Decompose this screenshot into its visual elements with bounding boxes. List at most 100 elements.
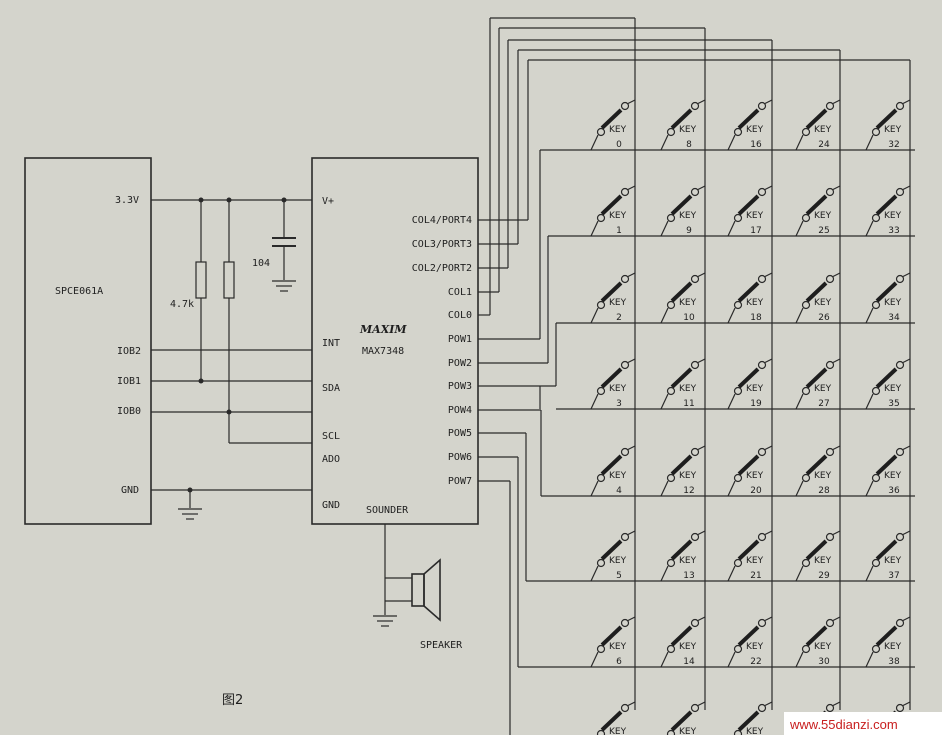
key-lead bbox=[901, 616, 911, 622]
key-number: 20 bbox=[750, 486, 762, 496]
key-lead bbox=[831, 185, 841, 191]
key-label: KEY bbox=[609, 125, 627, 135]
key-switch: KEY23 bbox=[733, 701, 773, 735]
key-number: 1 bbox=[616, 226, 622, 236]
key-lever bbox=[600, 194, 623, 216]
key-number: 17 bbox=[750, 226, 761, 236]
key-lever bbox=[875, 625, 898, 647]
key-lead bbox=[795, 480, 804, 497]
mcu-pin-iob0: IOB0 bbox=[117, 406, 141, 417]
key-lever bbox=[600, 625, 623, 647]
key-label: KEY bbox=[679, 211, 697, 221]
key-lead bbox=[727, 307, 736, 324]
key-label: KEY bbox=[884, 642, 902, 652]
key-lead bbox=[727, 393, 736, 410]
key-lever bbox=[737, 625, 760, 647]
key-contact bbox=[666, 300, 676, 310]
key-number: 38 bbox=[888, 657, 900, 667]
key-lead bbox=[590, 393, 599, 410]
key-label: KEY bbox=[746, 727, 764, 735]
chip-pin-gnd: GND bbox=[322, 500, 340, 511]
key-lead bbox=[590, 220, 599, 237]
chip-pin-sounder: SOUNDER bbox=[366, 505, 409, 516]
capacitor bbox=[272, 237, 296, 247]
key-lead bbox=[626, 272, 636, 278]
key-contact bbox=[895, 532, 905, 542]
key-number: 34 bbox=[888, 313, 900, 323]
chip-name: MAX7348 bbox=[362, 346, 404, 357]
key-number: 2 bbox=[616, 313, 622, 323]
key-contact bbox=[620, 101, 630, 111]
key-contact bbox=[871, 558, 881, 568]
key-lead bbox=[696, 185, 706, 191]
key-lead bbox=[763, 616, 773, 622]
key-number: 4 bbox=[616, 486, 622, 496]
key-lever bbox=[875, 454, 898, 476]
key-lead bbox=[763, 445, 773, 451]
key-contact bbox=[825, 532, 835, 542]
key-contact bbox=[801, 644, 811, 654]
key-lead bbox=[696, 616, 706, 622]
key-lead bbox=[865, 134, 874, 151]
key-number: 16 bbox=[750, 140, 762, 150]
key-lever bbox=[737, 454, 760, 476]
key-lever bbox=[805, 454, 828, 476]
key-lead bbox=[626, 99, 636, 105]
key-lever bbox=[737, 710, 760, 732]
key-lead bbox=[865, 651, 874, 668]
ground-symbol-mcu bbox=[178, 508, 202, 520]
resistor-r2 bbox=[223, 261, 235, 299]
chip-pin-right: COL4/PORT4 bbox=[412, 215, 472, 226]
key-contact bbox=[895, 618, 905, 628]
key-contact bbox=[757, 703, 767, 713]
key-contact bbox=[757, 532, 767, 542]
key-number: 22 bbox=[750, 657, 761, 667]
key-lead bbox=[795, 565, 804, 582]
key-lead bbox=[696, 358, 706, 364]
key-number: 13 bbox=[683, 571, 694, 581]
key-lever bbox=[670, 454, 693, 476]
key-contact bbox=[620, 618, 630, 628]
key-contact bbox=[596, 644, 606, 654]
key-lever bbox=[670, 539, 693, 561]
key-label: KEY bbox=[679, 125, 697, 135]
key-lever bbox=[805, 281, 828, 303]
key-lever bbox=[600, 454, 623, 476]
key-contact bbox=[895, 703, 905, 713]
key-lever bbox=[600, 108, 623, 130]
key-label: KEY bbox=[746, 211, 764, 221]
key-label: KEY bbox=[814, 556, 832, 566]
key-label: KEY bbox=[679, 298, 697, 308]
key-lead bbox=[590, 134, 599, 151]
key-label: KEY bbox=[679, 556, 697, 566]
key-lead bbox=[831, 99, 841, 105]
key-lead bbox=[831, 445, 841, 451]
key-contact bbox=[690, 532, 700, 542]
key-lever bbox=[805, 194, 828, 216]
key-lead bbox=[696, 99, 706, 105]
key-switch: KEY 38 bbox=[865, 616, 911, 668]
key-lead bbox=[865, 393, 874, 410]
key-number: 10 bbox=[683, 313, 695, 323]
capacitor-label: 104 bbox=[252, 258, 270, 269]
key-label: KEY bbox=[746, 556, 764, 566]
key-lead bbox=[660, 393, 669, 410]
key-number: 0 bbox=[616, 140, 622, 150]
key-lead bbox=[727, 480, 736, 497]
watermark: www.55dianzi.com bbox=[784, 712, 942, 735]
key-number: 30 bbox=[818, 657, 830, 667]
key-lever bbox=[670, 710, 693, 732]
key-lead bbox=[901, 185, 911, 191]
key-contact bbox=[895, 360, 905, 370]
chip-right-pins: COL4/PORT4COL3/PORT3COL2/PORT2COL1COL0PO… bbox=[412, 215, 472, 487]
key-label: KEY bbox=[746, 384, 764, 394]
key-contact bbox=[825, 274, 835, 284]
key-contact bbox=[620, 703, 630, 713]
